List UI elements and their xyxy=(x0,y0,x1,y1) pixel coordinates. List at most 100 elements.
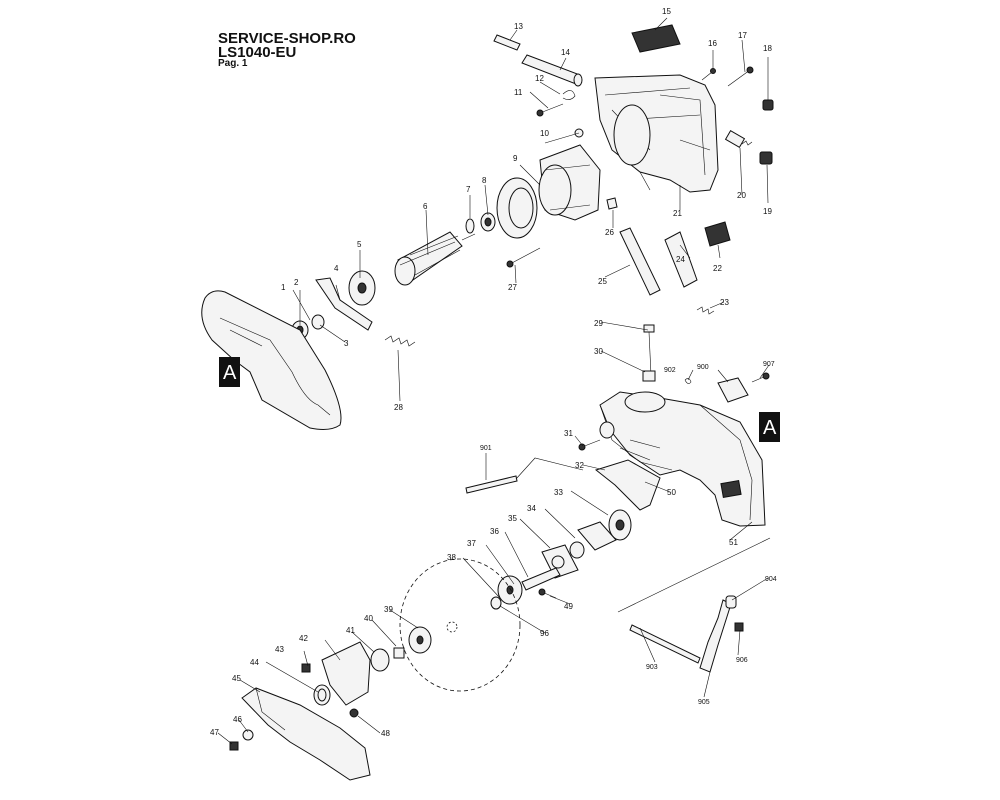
link-plate xyxy=(321,641,371,706)
callout-35: 35 xyxy=(508,514,517,523)
handle xyxy=(201,290,342,430)
callout-labels: 1 2 3 4 5 6 7 8 9 10 11 12 13 14 15 16 1… xyxy=(210,7,777,738)
callout-36: 36 xyxy=(490,527,499,536)
blade-guard xyxy=(599,391,766,527)
inner-flange xyxy=(497,575,523,605)
callout-51: 51 xyxy=(729,538,738,547)
callout-900: 900 xyxy=(697,364,709,371)
hex-bolt xyxy=(393,647,405,659)
washer-38 xyxy=(490,596,502,610)
screw-16 xyxy=(701,68,716,81)
callout-7: 7 xyxy=(466,185,471,194)
armature xyxy=(394,231,476,286)
pin-901 xyxy=(465,475,518,494)
bearing-plate xyxy=(577,521,617,551)
part-26 xyxy=(606,197,618,210)
switch-plate xyxy=(664,231,698,288)
outer-flange xyxy=(408,626,432,654)
motor-housing xyxy=(594,74,719,193)
marker-a-left: A xyxy=(219,357,240,387)
brush-holder xyxy=(724,129,753,149)
callout-905: 905 xyxy=(698,699,710,706)
callout-25: 25 xyxy=(598,277,607,286)
callout-18: 18 xyxy=(763,44,772,53)
plate-32 xyxy=(594,459,661,511)
callout-6: 6 xyxy=(423,202,428,211)
callout-37: 37 xyxy=(467,539,476,548)
callout-33: 33 xyxy=(554,488,563,497)
torsion-spring xyxy=(313,684,331,706)
callout-12: 12 xyxy=(535,74,544,83)
callout-40: 40 xyxy=(364,614,373,623)
small-pin xyxy=(493,34,521,51)
center-cover xyxy=(370,648,390,672)
safety-cover xyxy=(241,687,371,781)
callout-49: 49 xyxy=(564,602,573,611)
callout-48: 48 xyxy=(381,729,390,738)
callout-27: 27 xyxy=(508,283,517,292)
callout-17: 17 xyxy=(738,31,747,40)
callout-26: 26 xyxy=(605,228,614,237)
callout-15: 15 xyxy=(662,7,671,16)
screw-47 xyxy=(229,741,239,751)
saw-blade xyxy=(399,558,521,692)
callout-906: 906 xyxy=(736,657,748,664)
callout-21: 21 xyxy=(673,209,682,218)
stator xyxy=(538,144,601,221)
callout-13: 13 xyxy=(514,22,523,31)
callout-5: 5 xyxy=(357,240,362,249)
cap-904 xyxy=(725,595,737,609)
spring-23 xyxy=(696,306,715,315)
screw-27 xyxy=(506,247,541,268)
callout-45: 45 xyxy=(232,674,241,683)
washer-3 xyxy=(311,314,325,330)
callout-907: 907 xyxy=(763,361,775,368)
cap-18 xyxy=(762,99,774,111)
screw-17 xyxy=(727,66,754,87)
washer-46 xyxy=(242,729,254,741)
callout-34: 34 xyxy=(527,504,536,513)
bearing-7 xyxy=(480,212,496,232)
screw-43 xyxy=(301,663,311,673)
nut-30 xyxy=(642,370,656,382)
callout-3: 3 xyxy=(344,339,349,348)
cap-19 xyxy=(759,151,773,165)
spring-28 xyxy=(384,335,416,347)
bearing-34 xyxy=(569,541,585,559)
marker-a-left-label: A xyxy=(223,362,237,384)
callout-28: 28 xyxy=(394,403,403,412)
callout-46: 46 xyxy=(233,715,242,724)
callout-901: 901 xyxy=(480,445,492,452)
callout-8: 8 xyxy=(482,176,487,185)
rod-903 xyxy=(629,624,701,664)
screw-49 xyxy=(538,588,557,599)
site-title: SERVICE-SHOP.RO xyxy=(218,30,356,47)
lever-905 xyxy=(699,599,732,673)
bearing-7b xyxy=(465,218,475,234)
marker-a-right-label: A xyxy=(763,417,777,439)
callout-903: 903 xyxy=(646,664,658,671)
helical-gear xyxy=(348,270,376,306)
callout-4: 4 xyxy=(334,264,339,273)
callout-32: 32 xyxy=(575,461,584,470)
callout-14: 14 xyxy=(561,48,570,57)
leader-lines xyxy=(217,17,770,745)
spindle xyxy=(521,567,561,591)
bracket-25 xyxy=(619,227,661,296)
callout-31: 31 xyxy=(564,429,573,438)
callout-22: 22 xyxy=(713,264,722,273)
screw-907 xyxy=(751,372,770,383)
label-plate xyxy=(631,24,681,53)
callout-50: 50 xyxy=(667,488,676,497)
callout-23: 23 xyxy=(720,298,729,307)
callout-24: 24 xyxy=(676,255,685,264)
callout-29: 29 xyxy=(594,319,603,328)
marker-a-right: A xyxy=(759,412,780,442)
shaft-pin xyxy=(521,54,583,87)
clip xyxy=(562,90,576,100)
callout-904: 904 xyxy=(765,576,777,583)
screw-48 xyxy=(349,708,359,718)
callout-38: 38 xyxy=(447,553,456,562)
callout-2: 2 xyxy=(294,278,299,287)
